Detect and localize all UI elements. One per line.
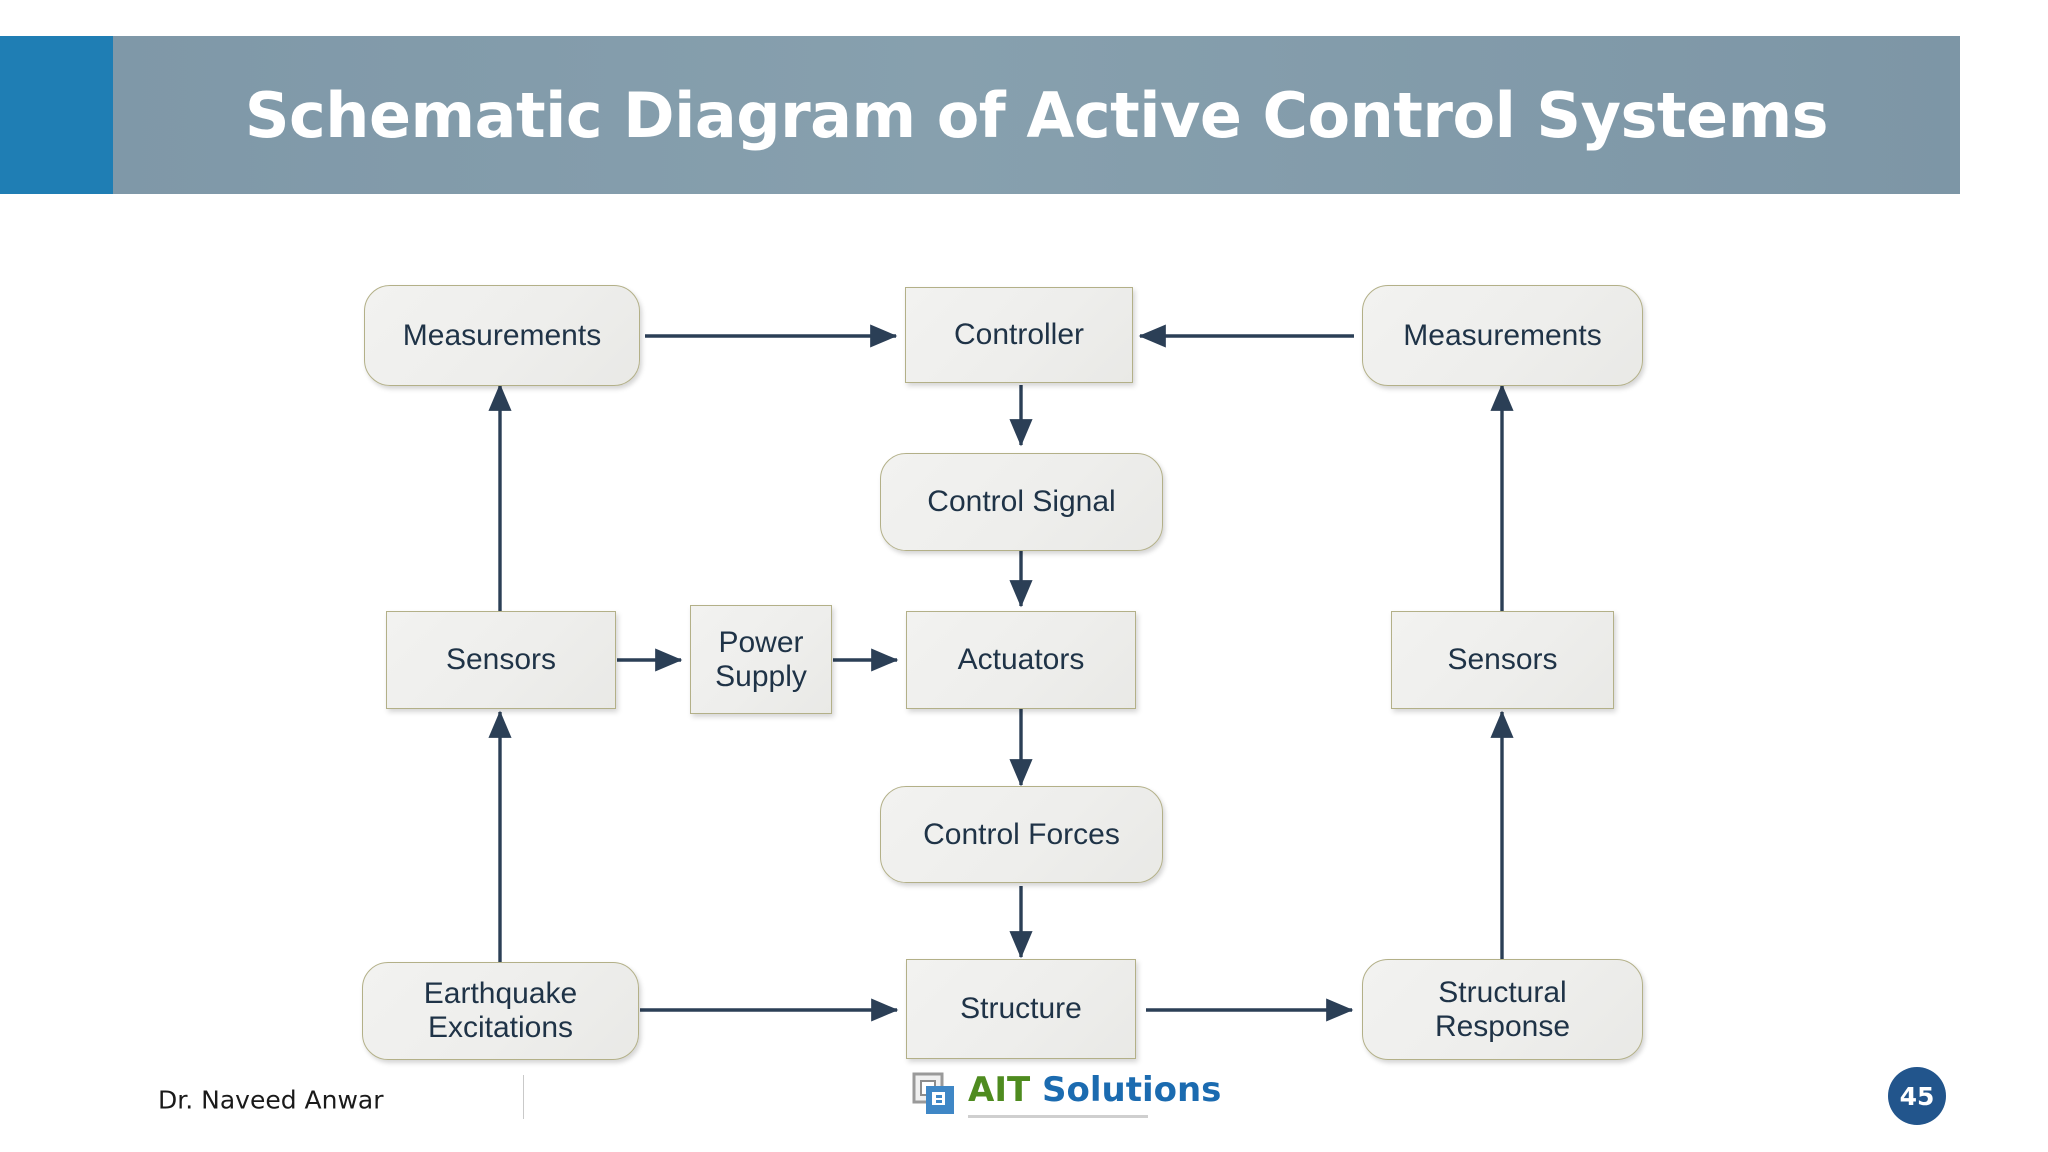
node-measurements-right[interactable]: Measurements bbox=[1362, 285, 1643, 386]
node-sensors-left[interactable]: Sensors bbox=[386, 611, 616, 709]
footer-divider bbox=[523, 1075, 524, 1119]
node-measurements-left[interactable]: Measurements bbox=[364, 285, 640, 386]
title-band bbox=[113, 36, 1960, 194]
node-sensors-right[interactable]: Sensors bbox=[1391, 611, 1614, 709]
node-actuators[interactable]: Actuators bbox=[906, 611, 1136, 709]
layered-squares-icon bbox=[912, 1072, 954, 1114]
title-accent-bar bbox=[0, 36, 113, 194]
page-number-badge: 45 bbox=[1888, 1067, 1946, 1125]
logo-text-solutions: Solutions bbox=[1042, 1070, 1222, 1110]
node-structure[interactable]: Structure bbox=[906, 959, 1136, 1059]
page-title: Schematic Diagram of Active Control Syst… bbox=[244, 78, 1829, 152]
node-earthquake-excitations[interactable]: Earthquake Excitations bbox=[362, 962, 639, 1060]
slide-title-bar: Schematic Diagram of Active Control Syst… bbox=[0, 36, 1960, 194]
logo-wordmark: AIT Solutions bbox=[968, 1070, 1221, 1110]
logo-underline bbox=[968, 1115, 1148, 1118]
node-structural-response[interactable]: Structural Response bbox=[1362, 959, 1643, 1060]
footer-author: Dr. Naveed Anwar bbox=[158, 1085, 384, 1115]
node-control-signal[interactable]: Control Signal bbox=[880, 453, 1163, 551]
logo-text-ait: AIT bbox=[968, 1070, 1031, 1110]
node-power-supply[interactable]: Power Supply bbox=[690, 605, 832, 714]
ait-solutions-logo: AIT Solutions bbox=[912, 1068, 1221, 1128]
node-controller[interactable]: Controller bbox=[905, 287, 1133, 383]
node-control-forces[interactable]: Control Forces bbox=[880, 786, 1163, 883]
